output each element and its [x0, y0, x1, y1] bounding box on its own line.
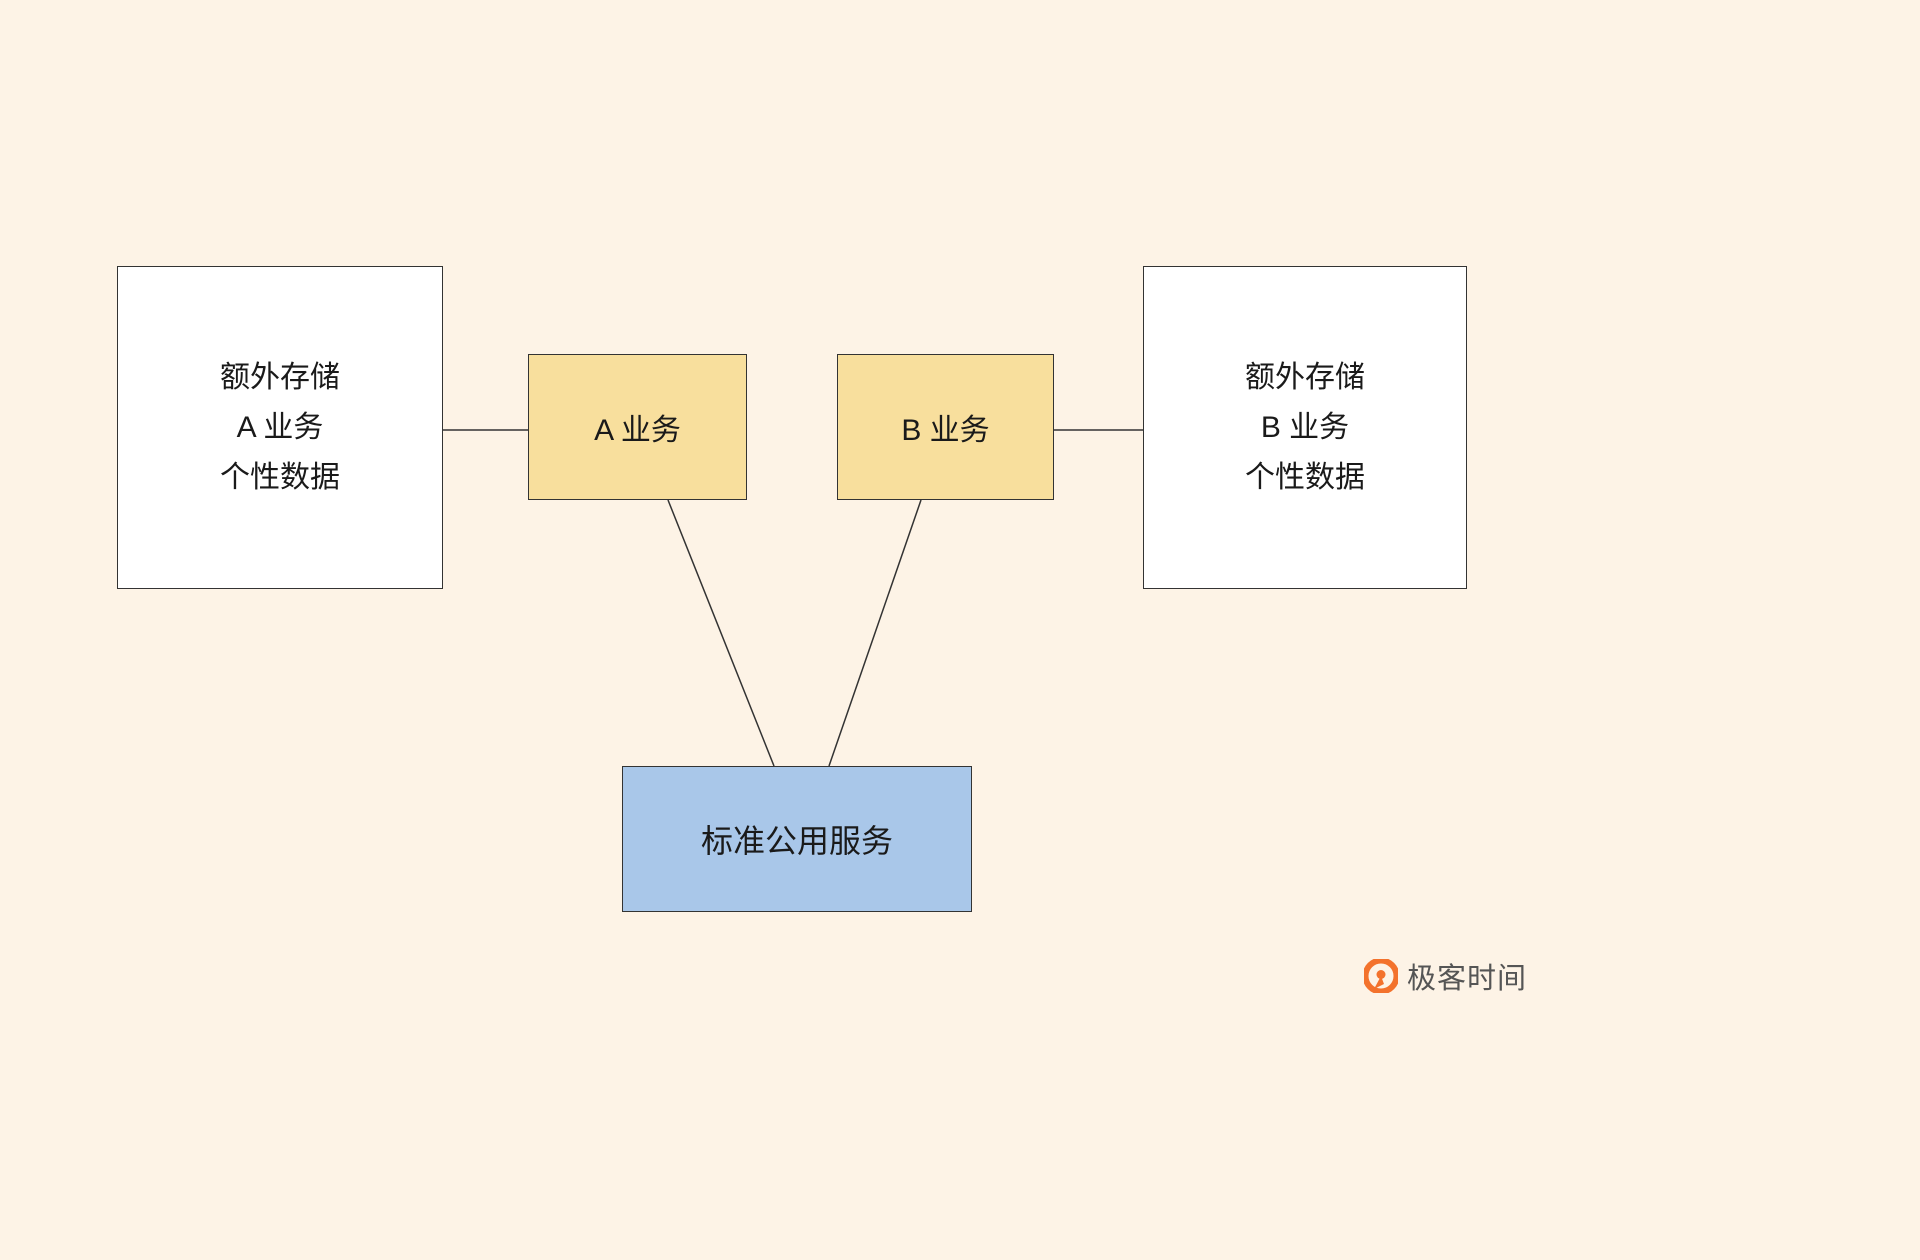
common-service-box: 标准公用服务 — [622, 766, 972, 912]
storage-a-line-3: 个性数据 — [220, 460, 340, 494]
service-a-box: A 业务 — [528, 354, 747, 500]
storage-b-line-3: 个性数据 — [1245, 460, 1365, 494]
service-b-label: B 业务 — [901, 414, 990, 447]
geektime-logo-tail — [1374, 976, 1384, 989]
storage-b-line-2: B 业务 — [1260, 410, 1350, 444]
storage-b-box: 额外存储 B 业务 个性数据 — [1143, 266, 1467, 589]
storage-a-box: 额外存储 A 业务 个性数据 — [117, 266, 443, 589]
service-b-box: B 业务 — [837, 354, 1054, 500]
geektime-logo-text: 极客时间 — [1407, 963, 1528, 995]
storage-a-line-2: A 业务 — [236, 410, 324, 444]
connector-service-b-to-common — [828, 499, 922, 767]
storage-b-line-1: 额外存储 — [1245, 360, 1365, 394]
common-service-label: 标准公用服务 — [700, 823, 893, 859]
connector-service-a-to-common — [667, 499, 775, 767]
geektime-logo: 极客时间 — [1364, 955, 1527, 997]
service-a-label: A 业务 — [594, 414, 681, 447]
storage-a-line-1: 额外存储 — [220, 360, 340, 394]
geektime-circle-icon — [1364, 959, 1398, 993]
